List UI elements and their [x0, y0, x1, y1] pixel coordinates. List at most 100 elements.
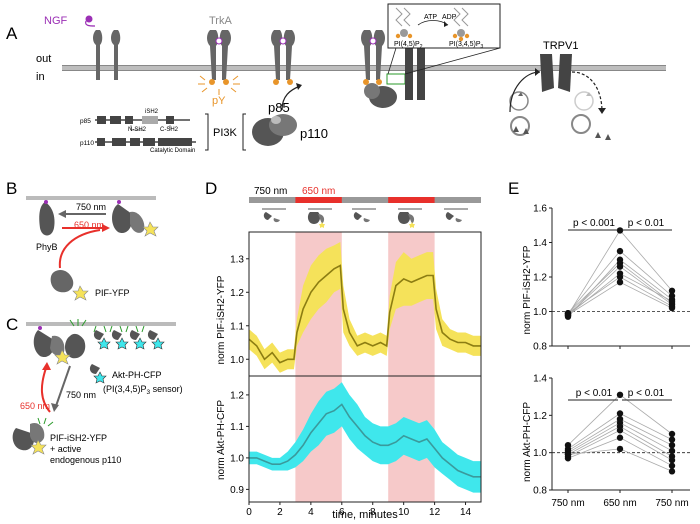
pif-yfp-label: PIF-YFP	[95, 288, 130, 298]
membrane-in-label: in	[36, 71, 45, 83]
ngf-label: NGF	[44, 15, 68, 27]
d-bot-xtick-label: 14	[460, 507, 472, 518]
atp-label: ATP	[424, 14, 437, 21]
akt-ph-cfp-label: Akt-PH-CFP	[112, 370, 162, 380]
csh2-label: C-SH2	[160, 127, 179, 133]
nsh2-label: N-SH2	[128, 127, 147, 133]
d-bot-xtick-label: 2	[277, 507, 283, 518]
e-top-cell-dot	[616, 247, 624, 255]
d-bot-xtick-label: 0	[246, 507, 252, 518]
phyb-icon	[39, 200, 55, 236]
e-top-ytick-label: 1.6	[533, 204, 547, 215]
d-bot-ytick-label: 0.9	[230, 485, 244, 496]
pip3-label: PI(3,4,5)P	[449, 41, 481, 48]
e-top-cell-dot	[616, 273, 624, 281]
e-top-cell-dot	[616, 278, 624, 286]
e-top-cell-dot	[668, 304, 676, 312]
c-membrane	[26, 322, 176, 326]
d-bot-xtick-label: 4	[308, 507, 314, 518]
panel-b: B PhyB 750 nm 650 nm PIF-YFP	[6, 179, 159, 301]
d-top-ytick-label: 1.3	[230, 254, 244, 265]
e-bot-cell-dot	[668, 436, 676, 443]
d-bot-xtick-label: 12	[429, 507, 441, 518]
pip2-label: PI(4,5)P	[394, 41, 420, 48]
e-bot-ytick-label: 1.2	[533, 411, 547, 422]
e-xcategory-label: 750 nm	[551, 498, 584, 509]
c-arrow-650	[40, 367, 51, 413]
ish2-label: iSH2	[145, 109, 159, 115]
e-top-cell-dot	[668, 287, 676, 294]
illumination-bar	[249, 197, 481, 203]
panel-e-letter: E	[508, 179, 519, 198]
d-bot-mean-line	[249, 403, 481, 478]
e-top-cell-dot	[616, 263, 624, 270]
c-arrow-750	[55, 365, 71, 407]
e-bot-cell-dot	[668, 456, 676, 464]
e-top-cell-dot	[616, 227, 624, 234]
d-bottom-ylabel: norm Akt-PH-CFP	[216, 400, 227, 480]
d-top-ylabel: norm PIF-iSH2-YFP	[216, 275, 227, 364]
bar-750-label: 750 nm	[254, 186, 287, 197]
e-bot-cell-dot	[616, 445, 624, 453]
d-bot-ytick-label: 1.2	[230, 390, 244, 401]
d-top-ytick-label: 1.1	[230, 321, 244, 332]
e-bot-ytick-label: 0.8	[533, 486, 547, 497]
d-bot-xtick-label: 10	[398, 507, 410, 518]
e-top-cell-dot	[564, 311, 572, 319]
membrane-out-label: out	[36, 53, 51, 65]
b-650-label: 650 nm	[74, 220, 104, 230]
e-bot-cell-dot	[616, 427, 624, 434]
pi3k-domain-diagram: p85 iSH2 N-SH2 C-SH2 p110 Catalytic Doma…	[80, 109, 246, 154]
panel-a-letter: A	[6, 24, 18, 43]
e-top-ytick-label: 1.2	[533, 273, 547, 284]
phospho-burst-icon	[198, 75, 240, 95]
lipid-conversion-inset: ATP ADP PI(4,5)P2 PI(3,4,5)P3	[387, 3, 501, 75]
e-bot-cell-dot	[616, 434, 624, 441]
trka-dimer-icon	[207, 30, 231, 85]
d-bot-ytick-label: 1.0	[230, 453, 244, 464]
p110-label: p110	[300, 126, 328, 141]
panel-b-letter: B	[6, 179, 17, 198]
e-xcategory-label: 650 nm	[603, 498, 636, 509]
active-label: + active	[50, 444, 81, 454]
e-bot-cell-dot	[668, 462, 676, 469]
d-bot-frame	[248, 375, 482, 503]
trka-monomers-icon	[93, 30, 121, 80]
illumination-650-segment-1	[295, 197, 342, 203]
d-bot-sem-band	[249, 382, 481, 493]
e-bot-ytick-label: 1.0	[533, 448, 547, 459]
d-top-ytick-label: 1.0	[230, 355, 244, 366]
trpv1-channel-near-icon	[405, 48, 425, 100]
e-top-pvalue-2: p < 0.01	[628, 218, 665, 229]
e-bot-cell-dot	[616, 410, 624, 417]
pi3k-label: PI3K	[213, 127, 238, 139]
d-bot-xtick-label: 8	[370, 507, 376, 518]
pip3-sensor-label: (PI(3,4,5)P	[103, 384, 147, 394]
d-top-mean-line	[248, 264, 481, 364]
b-750-label: 750 nm	[76, 202, 106, 212]
e-bot-cell-dot	[564, 451, 572, 458]
e-bot-pvalue-1: p < 0.01	[576, 388, 613, 399]
d-top-sem-band	[249, 242, 481, 373]
pi3k-complex-icon	[252, 114, 297, 146]
d-bot-xtick-label: 6	[339, 507, 345, 518]
adp-label: ADP	[442, 14, 457, 21]
panel-c: C Akt-PH-CFP (PI(3,4,5)P3 sensor)	[6, 315, 183, 465]
d-top-chart: 1.01.11.21.3	[230, 231, 482, 377]
pif-ish2-yfp-label: PIF-iSH2-YFP	[50, 433, 107, 443]
panel-a: A out in NGF TrkA pY	[6, 3, 666, 154]
e-top-ytick-label: 1.4	[533, 238, 547, 249]
illumination-650-segment-2	[388, 197, 435, 203]
pip3-sensor-array-icon	[93, 325, 165, 350]
catalytic-domain-label: Catalytic Domain	[150, 148, 195, 154]
phyb-label: PhyB	[36, 242, 58, 252]
svg-text:(PI(3,4,5)P3 sensor): (PI(3,4,5)P3 sensor)	[103, 384, 183, 396]
p110-row-label: p110	[80, 140, 94, 147]
panel-d: D 750 nm 650 nm 1.01.11.21.3 0.91.01.11.…	[205, 179, 482, 521]
cell-state-icons	[262, 208, 468, 228]
panel-c-letter: C	[6, 315, 18, 334]
endogenous-p110-label: endogenous p110	[50, 455, 121, 465]
e-top-ylabel: norm PIF-iSH2-YFP	[522, 245, 533, 334]
